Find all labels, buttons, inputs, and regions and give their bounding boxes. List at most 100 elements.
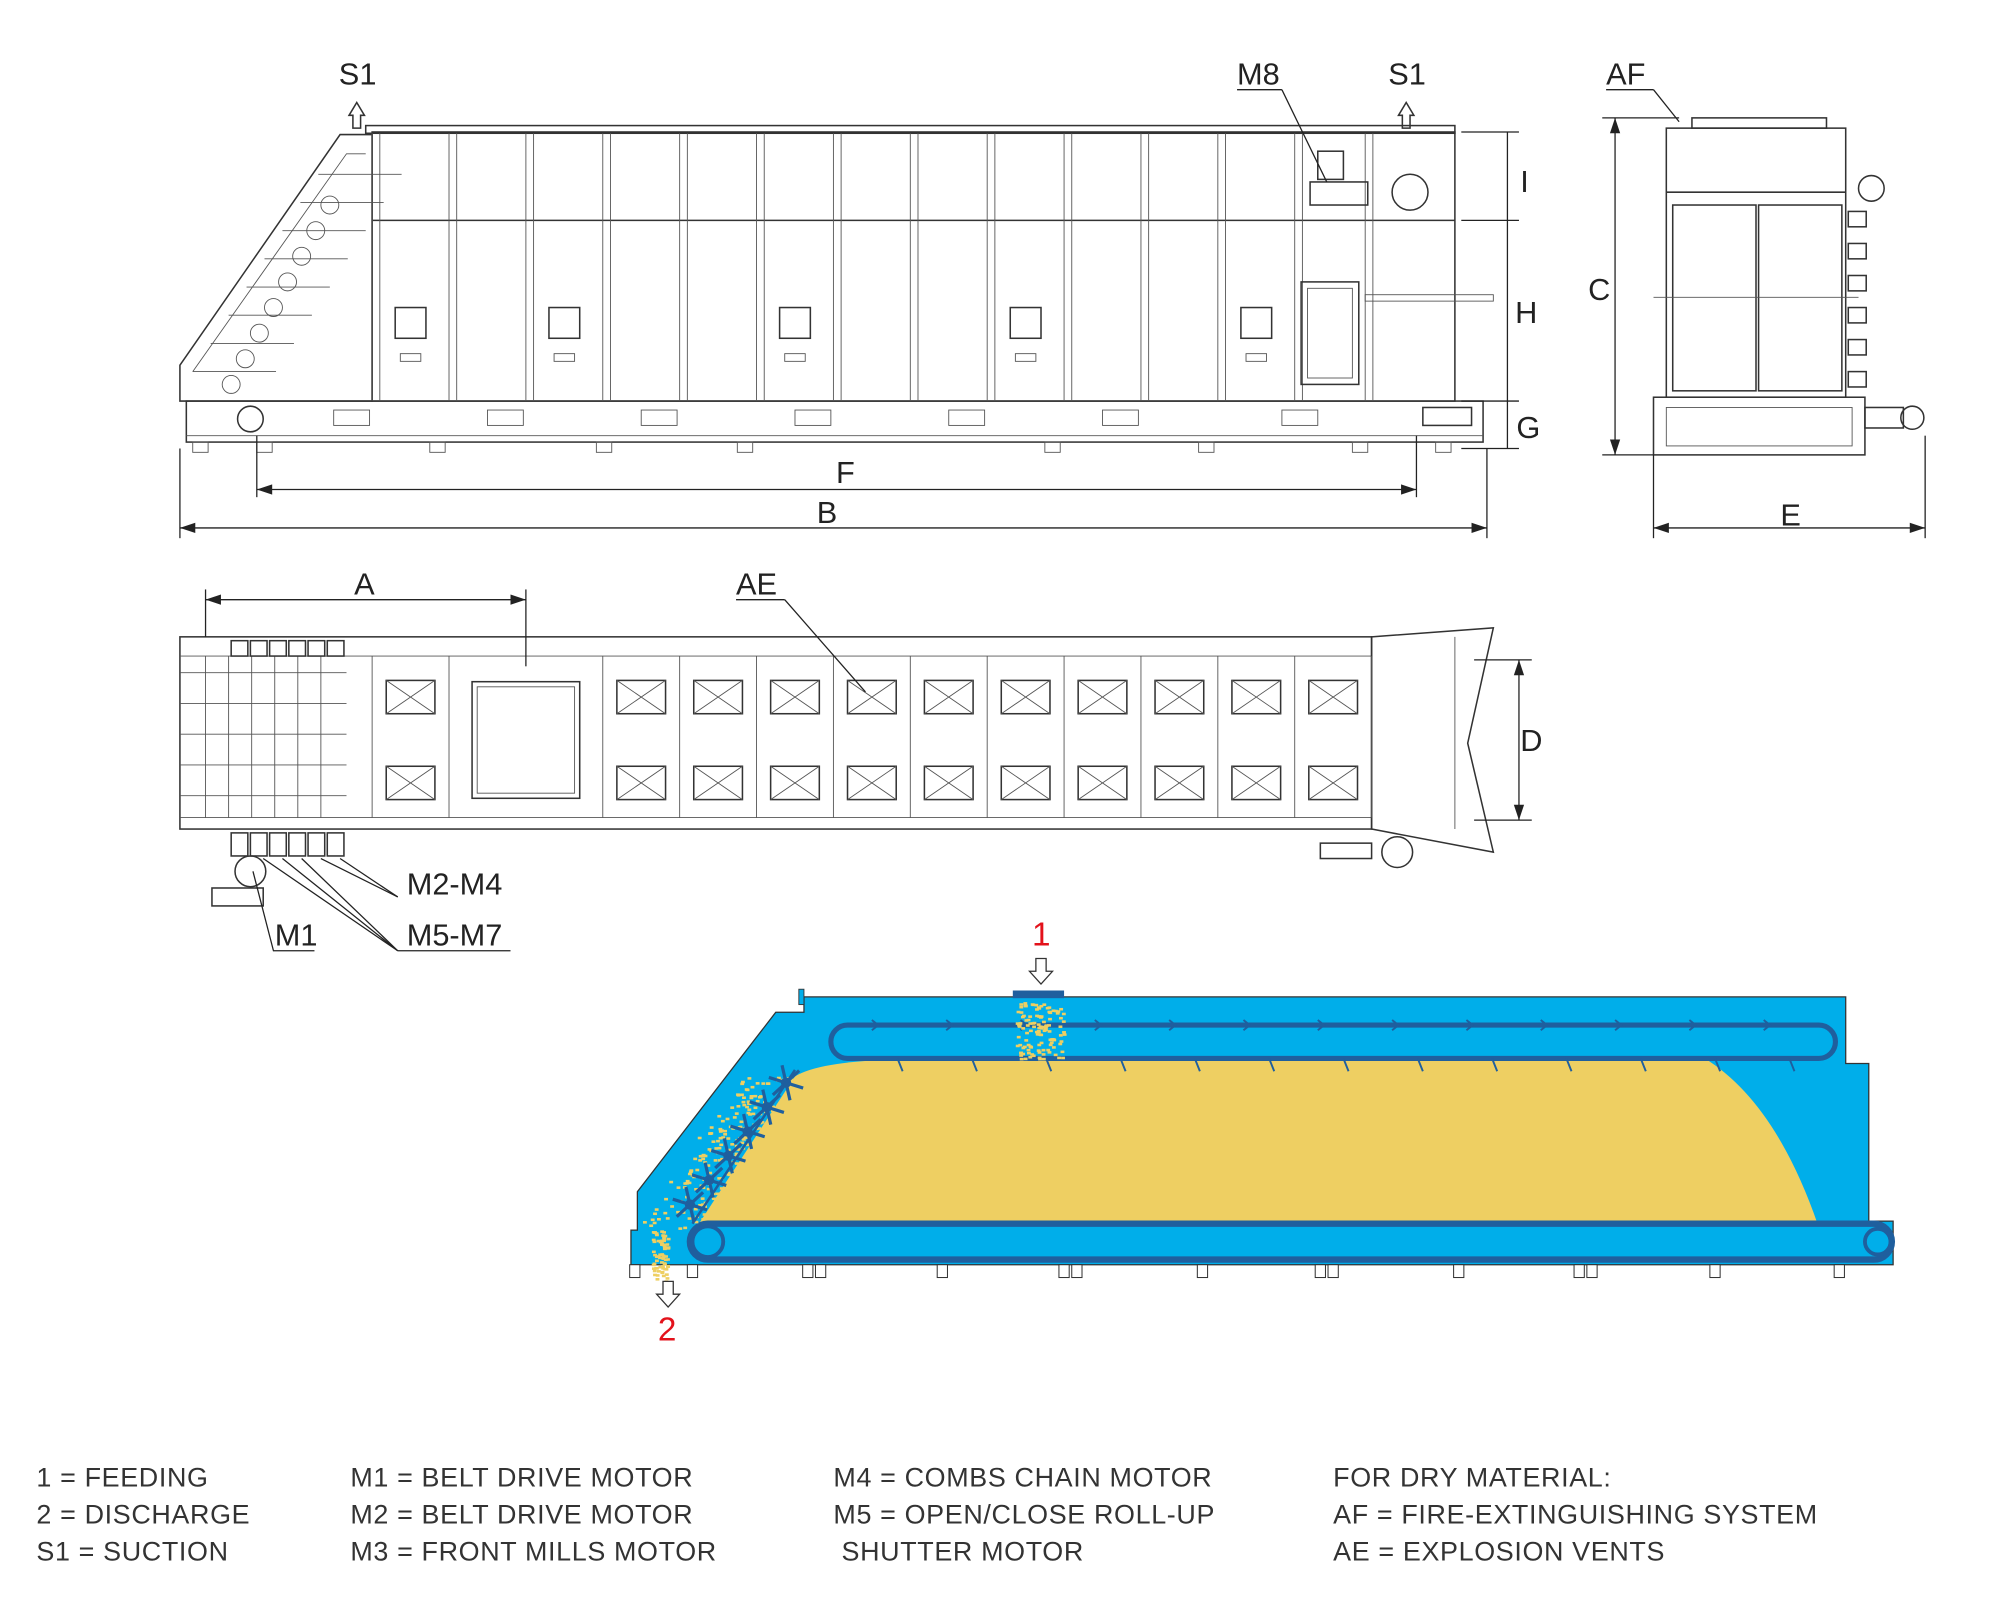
comb-motor — [230, 832, 249, 857]
material-particle — [746, 1111, 751, 1115]
material-particle — [726, 1171, 731, 1175]
material-particle — [1031, 1022, 1035, 1025]
material-particle — [652, 1240, 657, 1244]
material-particle — [1056, 1010, 1061, 1013]
material-particle — [663, 1211, 668, 1215]
material-particle — [760, 1121, 765, 1124]
material-particle — [1021, 1046, 1026, 1050]
material-particle — [1017, 1023, 1021, 1027]
chain-tooth — [896, 1058, 904, 1072]
material-particle — [666, 1237, 671, 1241]
af-label: AF — [1606, 57, 1645, 92]
explosion-vent-cross — [1077, 680, 1128, 715]
material-particle — [748, 1113, 752, 1116]
material-particle — [1016, 1035, 1021, 1039]
material-particle — [676, 1186, 681, 1189]
material-particle — [701, 1186, 706, 1190]
comb-tine — [749, 1100, 768, 1109]
legend-af: AF = FIRE-EXTINGUISHING SYSTEM — [1333, 1500, 1818, 1530]
material-particle — [697, 1136, 702, 1140]
material-particle — [727, 1173, 732, 1177]
material-particle — [660, 1242, 664, 1245]
material-particle — [1037, 1043, 1042, 1047]
material-particle — [1019, 1054, 1024, 1057]
material-particle — [1061, 1012, 1066, 1016]
motor — [1847, 242, 1867, 260]
comb-motor — [288, 832, 307, 857]
dim-d-label: D — [1520, 723, 1542, 758]
material-particle — [734, 1112, 739, 1115]
explosion-vent — [1308, 765, 1359, 801]
chain-flight — [1465, 1019, 1475, 1031]
dim-f-label: F — [836, 455, 855, 490]
explosion-vent — [769, 765, 821, 801]
comb-tine — [689, 1202, 708, 1212]
material-particle — [776, 1076, 781, 1080]
material-particle — [694, 1220, 699, 1224]
material-particle — [726, 1137, 731, 1140]
foot — [1196, 1264, 1209, 1279]
m1-label: M1 — [275, 918, 318, 953]
explosion-vent-cross — [616, 765, 666, 800]
material-particle — [1023, 1004, 1028, 1007]
section-view: 1 2 — [629, 917, 1896, 1348]
foot — [1573, 1264, 1585, 1279]
material-particle — [740, 1162, 745, 1165]
material-particle — [1032, 1025, 1036, 1029]
comb-tine — [722, 1137, 730, 1157]
material-particle — [1026, 1043, 1031, 1047]
material-particle — [661, 1267, 666, 1270]
explosion-vent-cross — [1154, 680, 1204, 715]
foot — [256, 441, 273, 453]
material-particle — [662, 1245, 667, 1249]
explosion-vent — [1231, 679, 1282, 715]
comb-tine — [727, 1142, 743, 1157]
material-particle — [652, 1221, 657, 1225]
material-particle — [746, 1100, 751, 1103]
material-particle — [651, 1250, 656, 1254]
material-particle — [1030, 1053, 1035, 1056]
material-particle — [747, 1077, 752, 1080]
motor — [1847, 306, 1867, 324]
material-particle — [687, 1217, 692, 1220]
material-particle — [1053, 1009, 1058, 1013]
material-particle — [1048, 1011, 1053, 1015]
base-panel — [1281, 409, 1319, 426]
base-panel — [794, 409, 832, 426]
material-particle — [1051, 1009, 1056, 1013]
material-particle — [700, 1203, 705, 1206]
chain-flight — [1614, 1019, 1624, 1031]
material-particle — [736, 1105, 741, 1108]
inspection-window — [394, 306, 427, 340]
comb-tine — [746, 1118, 762, 1133]
legend-ae: AE = EXPLOSION VENTS — [1333, 1537, 1665, 1567]
foot — [1351, 441, 1369, 453]
material-particle — [658, 1253, 663, 1257]
legend: 1 = FEEDING 2 = DISCHARGE S1 = SUCTION M… — [36, 1462, 1817, 1566]
discharge-arrow-icon — [655, 1280, 682, 1308]
material-particle — [1017, 1025, 1022, 1028]
comb-tine — [761, 1089, 769, 1108]
material-particle — [651, 1238, 656, 1242]
material-particle — [689, 1169, 694, 1172]
chain-tooth — [1416, 1058, 1424, 1072]
material-particle — [755, 1082, 760, 1085]
material-particle — [662, 1239, 666, 1243]
material-particle — [1018, 1043, 1023, 1047]
material-pile — [698, 1058, 1818, 1224]
handle — [1014, 353, 1037, 362]
material-particle — [1061, 1056, 1065, 1060]
material-particle — [698, 1154, 703, 1158]
comb-rotor — [292, 246, 312, 266]
material-particle — [725, 1189, 730, 1192]
material-particle — [717, 1177, 722, 1180]
material-particle — [652, 1269, 657, 1273]
material-particle — [664, 1273, 669, 1276]
foot — [1327, 1264, 1339, 1279]
material-particle — [649, 1224, 654, 1228]
material-particle — [654, 1208, 659, 1211]
material-particle — [709, 1126, 714, 1129]
explosion-vent — [923, 765, 974, 801]
material-particle — [1046, 1048, 1051, 1052]
material-particle — [1036, 1049, 1041, 1052]
